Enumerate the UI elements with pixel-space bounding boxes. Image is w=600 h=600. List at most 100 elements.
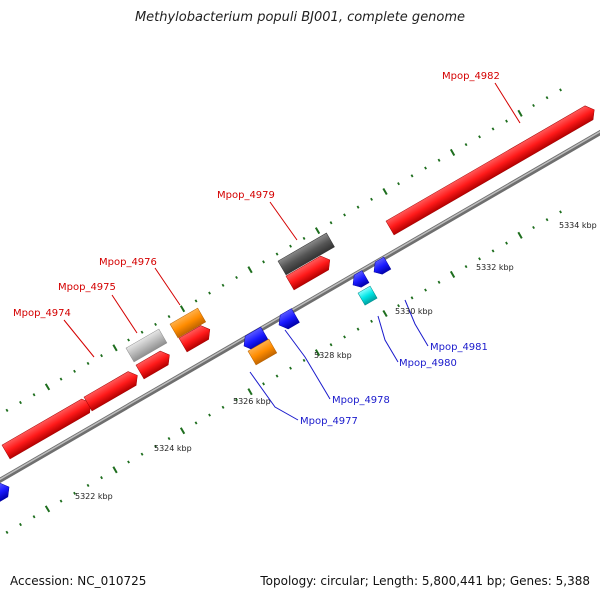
gene-labels: Mpop_4974 Mpop_4975 Mpop_4976 Mpop_4979 …: [13, 71, 500, 427]
minor-tick-upper: [437, 158, 441, 162]
minor-tick-lower: [343, 335, 346, 339]
minor-tick-lower: [410, 296, 414, 300]
minor-tick-lower: [329, 343, 333, 347]
minor-tick-upper: [410, 174, 414, 178]
backbone: [0, 129, 600, 484]
minor-tick-upper: [127, 338, 130, 342]
minor-tick-upper: [275, 252, 279, 256]
minor-tick-upper: [559, 88, 562, 92]
minor-tick-lower: [424, 288, 427, 292]
minor-tick-upper: [59, 377, 63, 381]
minor-tick-upper: [19, 400, 22, 405]
minor-tick-upper: [356, 205, 360, 209]
major-tick-lower: [314, 349, 321, 357]
minor-tick-upper: [100, 354, 103, 358]
major-tick-upper: [44, 383, 51, 391]
gene-label-mpop-4974: Mpop_4974: [13, 308, 71, 319]
minor-tick-lower: [262, 382, 265, 386]
major-tick-upper: [247, 266, 253, 274]
minor-tick-upper: [532, 103, 535, 108]
minor-tick-upper: [397, 182, 400, 186]
minor-tick-lower: [5, 530, 9, 534]
gene-mpop-4979[interactable]: [285, 253, 334, 291]
gene-label-mpop-4980: Mpop_4980: [399, 358, 457, 369]
gene-mpop-4978[interactable]: [275, 308, 300, 332]
minor-tick-lower: [127, 460, 130, 464]
gene-mpop-4976[interactable]: [178, 323, 214, 353]
minor-tick-upper: [140, 330, 144, 334]
scale-label-5334: 5334 kbp: [559, 221, 597, 230]
minor-tick-lower: [437, 280, 441, 284]
major-tick-lower: [449, 270, 456, 278]
gene-label-mpop-4979: Mpop_4979: [217, 190, 275, 201]
minor-tick-upper: [424, 166, 427, 170]
major-tick-lower: [112, 466, 118, 474]
minor-tick-upper: [194, 299, 198, 303]
map-title: Methylobacterium populi BJ001, complete …: [134, 10, 466, 25]
minor-tick-upper: [221, 283, 225, 287]
gene-label-mpop-4975: Mpop_4975: [58, 282, 116, 293]
minor-tick-lower: [194, 421, 198, 425]
minor-tick-lower: [154, 444, 157, 448]
tick-marks: [5, 88, 562, 534]
minor-tick-upper: [302, 236, 306, 240]
feature-cyan[interactable]: [357, 285, 378, 306]
feature-orange-upper[interactable]: [169, 307, 207, 339]
feature-gray[interactable]: [125, 328, 168, 363]
gene-mpop-4982[interactable]: [385, 103, 598, 236]
minor-tick-lower: [86, 483, 90, 488]
minor-tick-upper: [154, 322, 157, 326]
gene-mpop-4974-b[interactable]: [83, 369, 141, 412]
minor-tick-lower: [221, 405, 225, 409]
minor-tick-lower: [275, 374, 279, 378]
gene-mpop-4980[interactable]: [349, 270, 370, 291]
minor-tick-lower: [464, 265, 468, 269]
minor-tick-lower: [397, 304, 400, 308]
major-tick-upper: [449, 148, 456, 156]
scale-label-5330: 5330 kbp: [395, 307, 433, 316]
minor-tick-lower: [356, 327, 360, 331]
gene-mpop-4981[interactable]: [370, 256, 392, 277]
minor-tick-upper: [86, 361, 90, 366]
gene-label-mpop-4978: Mpop_4978: [332, 395, 390, 406]
feature-dark-gray[interactable]: [277, 232, 335, 276]
scale-label-5332: 5332 kbp: [476, 263, 514, 272]
major-tick-upper: [382, 187, 388, 196]
major-tick-lower: [179, 427, 186, 435]
minor-tick-upper: [464, 143, 468, 147]
scale-label-5322: 5322 kbp: [75, 492, 113, 501]
minor-tick-upper: [478, 135, 481, 139]
minor-tick-upper: [289, 244, 292, 248]
minor-tick-upper: [329, 221, 333, 225]
gene-mpop-4975[interactable]: [135, 348, 173, 380]
minor-tick-upper: [5, 408, 9, 412]
minor-tick-lower: [478, 257, 481, 261]
gene-mpop-4977[interactable]: [247, 338, 278, 366]
topology-label: Topology: circular; Length: 5,800,441 bp…: [260, 574, 590, 588]
gene-label-mpop-4981: Mpop_4981: [430, 342, 488, 353]
minor-tick-lower: [100, 476, 103, 480]
minor-tick-upper: [73, 369, 76, 373]
major-tick-upper: [112, 344, 118, 352]
gene-leader-lines: [63, 82, 521, 421]
minor-tick-lower: [19, 522, 22, 527]
scale-labels: 5322 kbp 5324 kbp 5326 kbp 5328 kbp 5330…: [75, 221, 597, 501]
minor-tick-lower: [491, 249, 495, 253]
minor-tick-lower: [545, 218, 549, 222]
minor-tick-upper: [235, 275, 238, 280]
minor-tick-lower: [559, 210, 562, 214]
minor-tick-lower: [32, 515, 36, 519]
minor-tick-lower: [370, 319, 373, 323]
gene-label-mpop-4976: Mpop_4976: [99, 257, 157, 268]
minor-tick-upper: [32, 393, 36, 397]
minor-tick-upper: [545, 96, 549, 100]
major-tick-upper: [314, 227, 321, 235]
major-tick-lower: [44, 505, 51, 513]
minor-tick-upper: [343, 213, 346, 217]
scale-label-5328: 5328 kbp: [314, 351, 352, 360]
major-tick-lower: [247, 388, 253, 396]
gene-reverse-left[interactable]: [0, 480, 13, 506]
accession-label: Accession: NC_010725: [10, 574, 147, 588]
